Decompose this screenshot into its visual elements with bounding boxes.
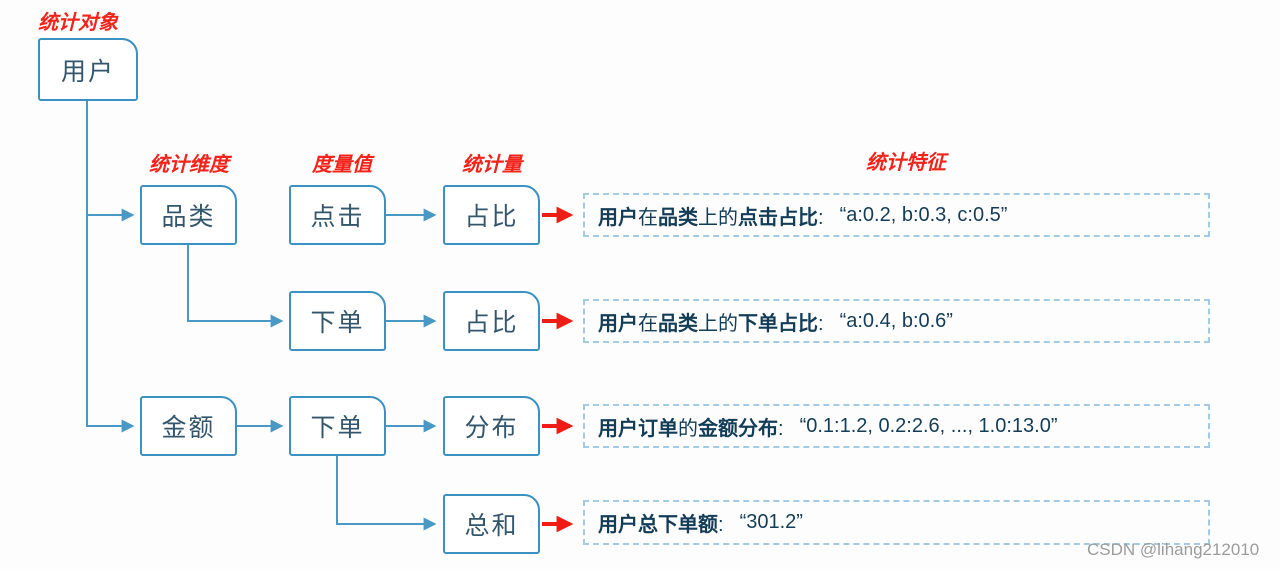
label-stat-feature: 统计特征: [866, 152, 946, 174]
label-stat-object: 统计对象: [38, 12, 118, 34]
feature-text: 用户订单的金额分布:: [598, 417, 784, 440]
feature-text: 用户在品类上的下单占比:: [598, 312, 824, 335]
feature-value: “a:0.2, b:0.3, c:0.5”: [839, 203, 1008, 226]
feature-text: 用户在品类上的点击占比:: [598, 206, 824, 229]
node-distribution: 分布: [443, 396, 540, 456]
feature-value: “a:0.4, b:0.6”: [839, 309, 953, 332]
label-statistic: 统计量: [462, 154, 522, 176]
node-category: 品类: [140, 185, 237, 245]
blue-connectors: [86, 101, 437, 531]
label-measure-value: 度量值: [312, 154, 372, 176]
node-sum: 总和: [443, 494, 540, 554]
feature-text: 用户总下单额:: [598, 514, 724, 536]
label-stat-dimension: 统计维度: [149, 154, 229, 176]
node-order-1: 下单: [289, 291, 386, 351]
feature-row-order-ratio: 用户在品类上的下单占比: “a:0.4, b:0.6”: [583, 299, 1210, 343]
feature-value: “0.1:1.2, 0.2:2.6, ..., 1.0:13.0”: [799, 414, 1058, 437]
node-order-2: 下单: [289, 396, 386, 456]
node-amount: 金额: [140, 396, 237, 456]
feature-row-amount-distribution: 用户订单的金额分布: “0.1:1.2, 0.2:2.6, ..., 1.0:1…: [583, 404, 1210, 448]
node-user: 用户: [38, 38, 138, 101]
feature-row-order-sum: 用户总下单额: “301.2”: [583, 500, 1210, 545]
node-ratio-1: 占比: [443, 185, 540, 245]
feature-row-click-ratio: 用户在品类上的点击占比: “a:0.2, b:0.3, c:0.5”: [583, 193, 1210, 237]
feature-value: “301.2”: [739, 511, 803, 533]
node-click: 点击: [289, 185, 386, 245]
red-arrows: [542, 206, 574, 533]
node-ratio-2: 占比: [443, 291, 540, 351]
csdn-watermark: CSDN @lihang212010: [1087, 540, 1260, 559]
